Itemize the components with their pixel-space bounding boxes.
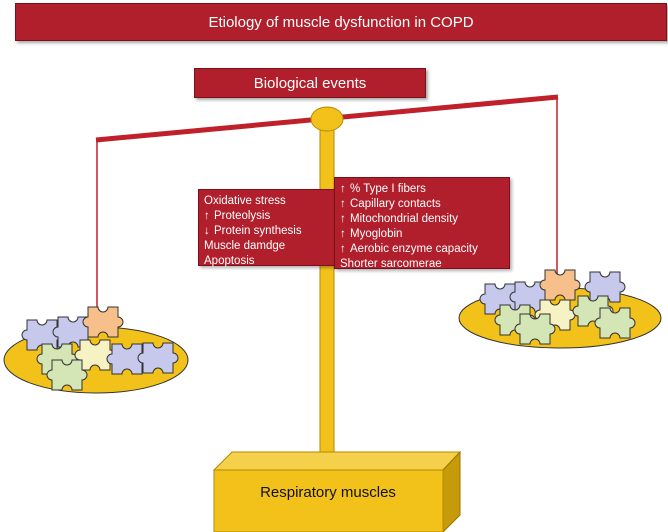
page-title: Etiology of muscle dysfunction in COPD xyxy=(15,3,667,41)
event-line: ↑ Mitochondrial density xyxy=(340,212,504,227)
event-text: Mitochondrial density xyxy=(350,213,459,225)
event-line: Shorter sarcomerae xyxy=(340,257,504,272)
event-line: ↓ Protein synthesis xyxy=(204,224,333,239)
event-line: Oxidative stress xyxy=(204,194,333,209)
event-text: Protein synthesis xyxy=(214,225,302,237)
event-line: ↑ % Type I fibers xyxy=(340,182,504,197)
scale-pivot xyxy=(310,106,344,132)
event-text: % Type I fibers xyxy=(350,183,426,195)
event-text: Aerobic enzyme capacity xyxy=(350,243,478,255)
event-text: Proteolysis xyxy=(214,210,271,222)
base-label: Respiratory muscles xyxy=(260,484,396,501)
base-front xyxy=(213,469,444,532)
event-text: Muscle damdge xyxy=(204,240,286,252)
up-arrow-icon: ↑ xyxy=(340,183,346,195)
event-line: ↑ Myoglobin xyxy=(340,227,504,242)
up-arrow-icon: ↑ xyxy=(340,198,346,210)
subtitle-banner: Biological events xyxy=(194,68,426,98)
up-arrow-icon: ↑ xyxy=(340,228,346,240)
event-text: Apoptosis xyxy=(204,255,255,267)
up-arrow-icon: ↑ xyxy=(204,210,210,222)
scale-column xyxy=(319,127,335,459)
up-arrow-icon: ↑ xyxy=(340,213,346,225)
event-text: Capillary contacts xyxy=(350,198,441,210)
event-line: Apoptosis xyxy=(204,254,333,269)
event-line: ↑ Capillary contacts xyxy=(340,197,504,212)
up-arrow-icon: ↑ xyxy=(340,243,346,255)
event-text: Myoglobin xyxy=(350,228,403,240)
event-text: Shorter sarcomerae xyxy=(340,258,442,270)
event-line: Muscle damdge xyxy=(204,239,333,254)
event-text: Oxidative stress xyxy=(204,195,286,207)
left-events-box: Oxidative stress ↑ Proteolysis ↓ Protein syn… xyxy=(198,189,339,269)
event-line: ↑ Aerobic enzyme capacity xyxy=(340,242,504,257)
right-events-box: ↑ % Type I fibers ↑ Capillary contacts ↑ Mito… xyxy=(334,177,510,272)
base-top xyxy=(212,451,462,471)
down-arrow-icon: ↓ xyxy=(204,225,210,237)
event-line: ↑ Proteolysis xyxy=(204,209,333,224)
